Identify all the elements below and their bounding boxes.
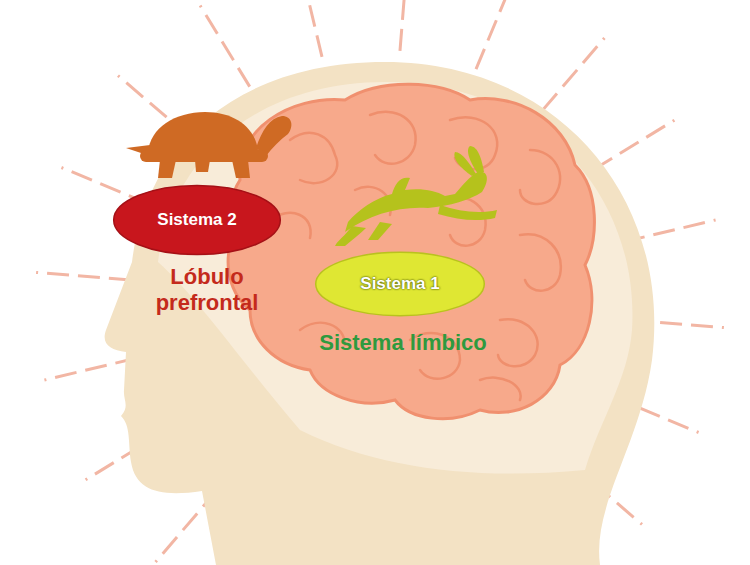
ellipse-shape: Sistema 1: [314, 251, 486, 317]
brain-gyri: [270, 112, 561, 400]
system-label: Sistema 1: [360, 274, 439, 294]
system-label: Sistema 2: [157, 210, 236, 230]
glow-rays: [36, 0, 724, 565]
head-silhouette: [105, 62, 655, 565]
glow-ray: [400, 0, 408, 51]
glow-ray: [44, 358, 136, 380]
glow-ray: [476, 0, 512, 69]
region-label: Lóbulo prefrontal: [142, 264, 272, 317]
glow-ray: [36, 272, 131, 280]
glow-ray: [200, 6, 250, 87]
glow-ray: [300, 0, 322, 57]
brain: [228, 84, 594, 418]
ellipse-node: Sistema 1Sistema límbico: [314, 251, 486, 317]
glow-ray: [593, 120, 674, 170]
turtle-icon: [126, 112, 291, 178]
ellipse-node: Sistema 2Lóbulo prefrontal: [112, 184, 282, 256]
rabbit-icon: [335, 146, 497, 246]
glow-ray: [543, 38, 605, 110]
region-label: Sistema límbico: [288, 330, 518, 356]
ellipse-shape: Sistema 2: [112, 184, 282, 256]
